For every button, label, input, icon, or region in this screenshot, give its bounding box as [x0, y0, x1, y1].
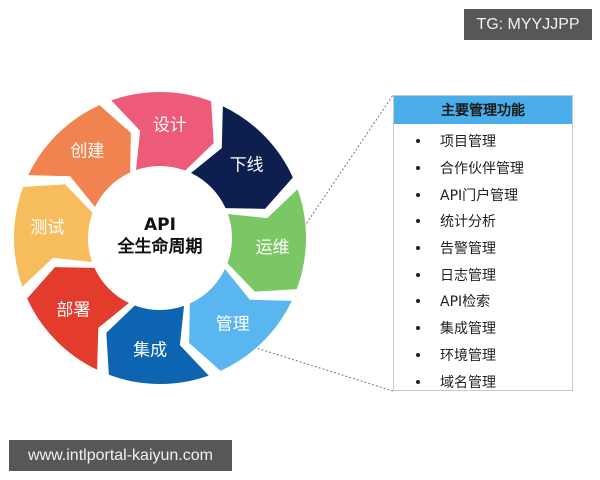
center-hub — [90, 168, 230, 308]
feature-list-item: 环境管理 — [394, 342, 572, 369]
feature-label: 日志管理 — [440, 267, 496, 284]
center-title-line2: 全生命周期 — [117, 237, 203, 257]
feature-list-item: 统计分析 — [394, 208, 572, 235]
connector-line-bottom — [249, 345, 394, 392]
ring-segment — [190, 106, 293, 209]
feature-list-item: API检索 — [394, 288, 572, 315]
segment-label: 创建 — [70, 141, 104, 161]
feature-label: 合作伙伴管理 — [440, 161, 524, 178]
center-title-line1: API — [144, 215, 176, 235]
ring-segment — [227, 189, 306, 292]
features-panel: 主要管理功能 项目管理合作伙伴管理 API门户管理统计分析告警管理日志管理 API检… — [393, 95, 573, 391]
segment-label: 设计 — [153, 115, 187, 135]
segment-label: 部署 — [56, 301, 90, 321]
bullet-icon — [416, 352, 420, 357]
bullet-icon — [416, 166, 420, 171]
ring-segment — [106, 305, 209, 385]
segment-label: 运维 — [256, 238, 290, 258]
feature-label: API检索 — [440, 294, 491, 311]
feature-list-item: 合作伙伴管理 — [394, 155, 572, 182]
feature-label: 环境管理 — [440, 347, 496, 364]
bullet-icon — [416, 326, 420, 331]
feature-list-item: 日志管理 — [394, 261, 572, 288]
feature-list-item: 告警管理 — [394, 235, 572, 262]
features-list: 项目管理合作伙伴管理 API门户管理统计分析告警管理日志管理 API检索集成管理环境… — [394, 124, 572, 395]
bullet-icon — [416, 299, 420, 304]
bullet-icon — [416, 272, 420, 277]
panel-title: 主要管理功能 — [394, 96, 572, 124]
segment-label: 下线 — [230, 155, 264, 175]
bullet-icon — [416, 246, 420, 251]
ring-segment — [111, 91, 214, 171]
watermark-bottom-left: www.intlportal-kaiyun.com — [9, 440, 232, 471]
ring-segment — [27, 267, 130, 370]
feature-label: API门户管理 — [440, 187, 519, 204]
connector-line-top — [301, 94, 394, 231]
feature-label: 集成管理 — [440, 321, 496, 338]
feature-label: 域名管理 — [440, 374, 496, 391]
feature-list-item: 域名管理 — [394, 368, 572, 395]
bullet-icon — [416, 192, 420, 197]
bullet-icon — [416, 219, 420, 224]
segment-label: 测试 — [30, 218, 64, 238]
feature-list-item: API门户管理 — [394, 181, 572, 208]
feature-label: 告警管理 — [440, 241, 496, 258]
feature-list-item: 项目管理 — [394, 128, 572, 155]
bullet-icon — [416, 379, 420, 384]
ring-segment — [13, 184, 93, 287]
segment-label: 集成 — [133, 341, 167, 361]
center-title: API 全生命周期 — [100, 214, 220, 258]
feature-label: 统计分析 — [440, 214, 496, 231]
ring-segment — [28, 105, 131, 208]
segment-label: 管理 — [216, 315, 250, 335]
watermark-top-right: TG: MYYJJPP — [464, 9, 592, 40]
feature-label: 项目管理 — [440, 134, 496, 151]
bullet-icon — [416, 139, 420, 144]
feature-list-item: 集成管理 — [394, 315, 572, 342]
ring-segment — [189, 268, 292, 371]
